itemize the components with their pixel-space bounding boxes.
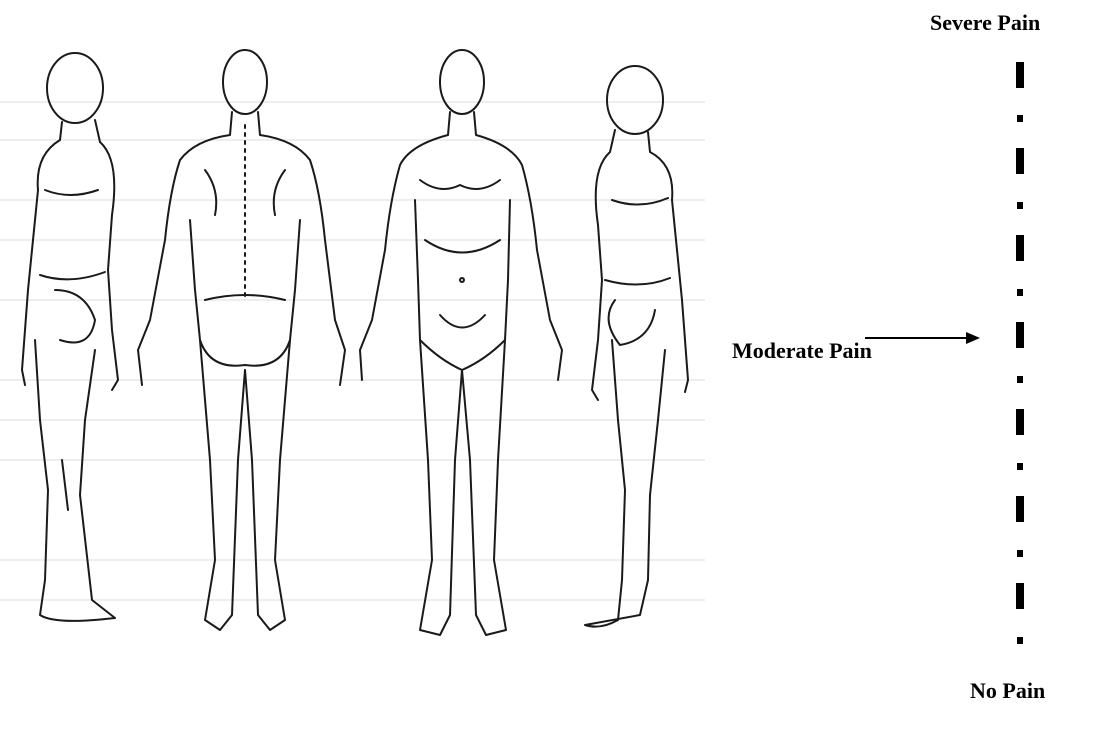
figure-back-view [138, 50, 345, 630]
figure-front-view [360, 50, 562, 635]
severe-pain-label: Severe Pain [930, 10, 1040, 36]
body-diagrams [0, 40, 705, 650]
moderate-pain-label: Moderate Pain [732, 338, 872, 364]
figure-right-side-view [585, 66, 688, 627]
no-pain-label: No Pain [970, 678, 1045, 704]
background-lines [0, 102, 705, 600]
figure-left-side-view [22, 53, 118, 621]
pain-scale-line[interactable] [1000, 60, 1040, 660]
